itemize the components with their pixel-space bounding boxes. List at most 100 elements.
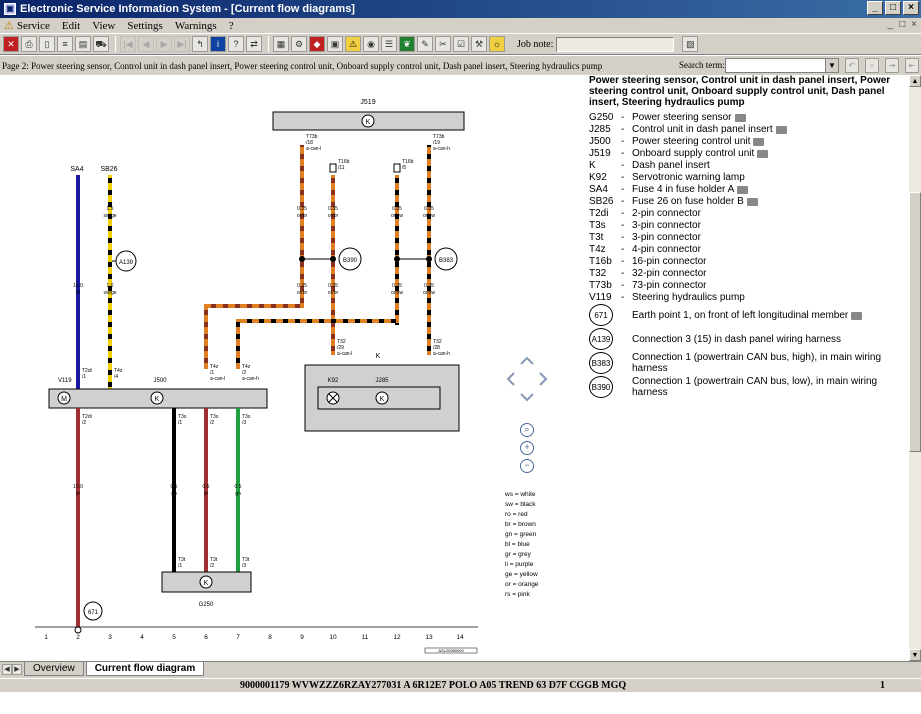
edit-note-icon[interactable]: ▨ [682,36,699,52]
pan-up-icon[interactable] [520,356,534,365]
t3s-1-label: T3s [178,414,187,420]
tab-current-flow-diagram[interactable]: Current flow diagram [85,662,205,676]
mdi-restore-button[interactable]: □ [899,19,906,30]
legend-component-row[interactable]: T16b-16-pin connector [589,255,909,267]
chevron-down-icon[interactable]: ▼ [825,59,838,72]
leaf-icon[interactable]: ❦ [399,36,415,52]
first-page-icon[interactable]: |◀ [120,36,136,52]
t73b-18-signal: a-can-l [306,146,321,152]
help-icon[interactable]: ? [228,36,244,52]
menu-settings[interactable]: Settings [127,19,163,32]
camera-icon[interactable] [757,150,769,158]
checkbox-icon[interactable]: ☑ [453,36,469,52]
legend-panel: Power steering sensor, Control unit in d… [589,75,909,405]
legend-component-row[interactable]: V119-Steering hydraulics pump [589,291,909,303]
menu-help[interactable]: ? [228,19,234,32]
info-icon[interactable]: i [210,36,226,52]
search-icon[interactable]: ⌕ [865,58,879,73]
menu-warnings[interactable]: Warnings [174,19,217,32]
warning-triangle-icon[interactable]: ⚠ [345,36,361,52]
maximize-button[interactable]: □ [885,1,901,15]
zoom-in-icon[interactable]: + [520,441,534,455]
legend-dash: - [621,123,625,135]
globe-icon[interactable]: ◉ [363,36,379,52]
grid-icon[interactable]: ▦ [273,36,289,52]
scroll-down-icon[interactable]: ▼ [909,649,921,661]
legend-component-row[interactable]: SB26-Fuse 26 on fuse holder B [589,195,909,207]
print-preview-icon[interactable]: ▤ [75,36,91,52]
legend-component-row[interactable]: T3s-3-pin connector [589,219,909,231]
menu-service[interactable]: Service [16,19,50,32]
exit-icon[interactable]: ✕ [3,36,19,52]
wrench-icon[interactable]: ✂ [435,36,451,52]
document-icon[interactable]: ▯ [39,36,55,52]
b390-circle[interactable] [338,247,362,271]
last-page-icon[interactable]: ▶| [174,36,190,52]
tools-icon[interactable]: ✎ [417,36,433,52]
close-button[interactable]: × [903,1,919,15]
notes-icon[interactable]: ≡ [57,36,73,52]
zoom-out-icon[interactable]: − [520,459,534,473]
legend-component-row[interactable]: SA4-Fuse 4 in fuse holder A [589,183,909,195]
legend-component-row[interactable]: J500-Power steering control unit [589,135,909,147]
camera-icon[interactable] [851,312,863,320]
search-back-icon[interactable]: ↶ [845,58,859,73]
wire-color: or/sw [391,213,403,219]
vertical-scrollbar[interactable]: ▲ ▼ [909,75,921,661]
camera-icon[interactable] [753,138,765,146]
scroll-up-icon[interactable]: ▲ [909,75,921,87]
scroll-thumb[interactable] [909,192,921,452]
legend-component-row[interactable]: G250-Power steering sensor [589,111,909,123]
tab-overview[interactable]: Overview [24,662,84,676]
pan-left-icon[interactable] [506,372,515,386]
lightbulb-icon[interactable]: ☼ [489,36,505,52]
tab-next-icon[interactable]: ▶ [12,664,22,675]
previous-page-icon[interactable]: ◀ [138,36,154,52]
back-arrow-icon[interactable]: ↰ [192,36,208,52]
pan-down-icon[interactable] [520,393,534,402]
legend-component-row[interactable]: T32-32-pin connector [589,267,909,279]
legend-component-row[interactable]: T3t-3-pin connector [589,231,909,243]
legend-component-row[interactable]: J519-Onboard supply control unit [589,147,909,159]
diagnosis-icon[interactable]: ◆ [309,36,325,52]
print-icon[interactable]: ⎙ [21,36,37,52]
menu-view[interactable]: View [92,19,116,32]
spanner-icon[interactable]: ⚒ [471,36,487,52]
mdi-close-button[interactable]: × [911,19,917,30]
search-input[interactable]: ▼ [725,58,839,73]
legend-component-row[interactable]: K92-Servotronic warning lamp [589,171,909,183]
switch-icon[interactable]: ⇄ [246,36,262,52]
diagram-area[interactable]: J519 K B390 B383 T73b /18 a-can-l T73b /… [0,75,909,661]
car-icon[interactable]: ⛟ [93,36,109,52]
camera-icon[interactable] [775,126,787,134]
legend-component-row[interactable]: K-Dash panel insert [589,159,909,171]
job-note-input[interactable] [556,36,675,52]
form-icon[interactable]: ▣ [327,36,343,52]
next-page-icon[interactable]: ▶ [156,36,172,52]
gears-icon[interactable]: ⚙ [291,36,307,52]
camera-icon[interactable] [737,186,749,194]
minimize-button[interactable]: _ [867,1,883,15]
earth-671-circle[interactable] [83,601,103,621]
pan-right-icon[interactable] [539,372,548,386]
search-prev-icon[interactable]: ⇤ [905,58,919,73]
legend-component-row[interactable]: T2di-2-pin connector [589,207,909,219]
mdi-minimize-button[interactable]: _ [887,19,894,30]
checklist-icon[interactable]: ☰ [381,36,397,52]
tab-prev-icon[interactable]: ◀ [2,664,12,675]
menu-edit[interactable]: Edit [61,19,81,32]
camera-icon[interactable] [734,114,746,122]
zoom-fit-icon[interactable]: ⌕ [520,423,534,437]
legend-component-row[interactable]: J285-Control unit in dash panel insert [589,123,909,135]
legend-component-row[interactable]: T4z-4-pin connector [589,243,909,255]
b383-circle[interactable] [434,247,458,271]
camera-icon[interactable] [746,198,758,206]
search-next-icon[interactable]: ⇥ [885,58,899,73]
legend-component-row[interactable]: T73b-73-pin connector [589,279,909,291]
a139-circle[interactable] [115,250,137,272]
t3s-3-label: T3s [242,414,251,420]
